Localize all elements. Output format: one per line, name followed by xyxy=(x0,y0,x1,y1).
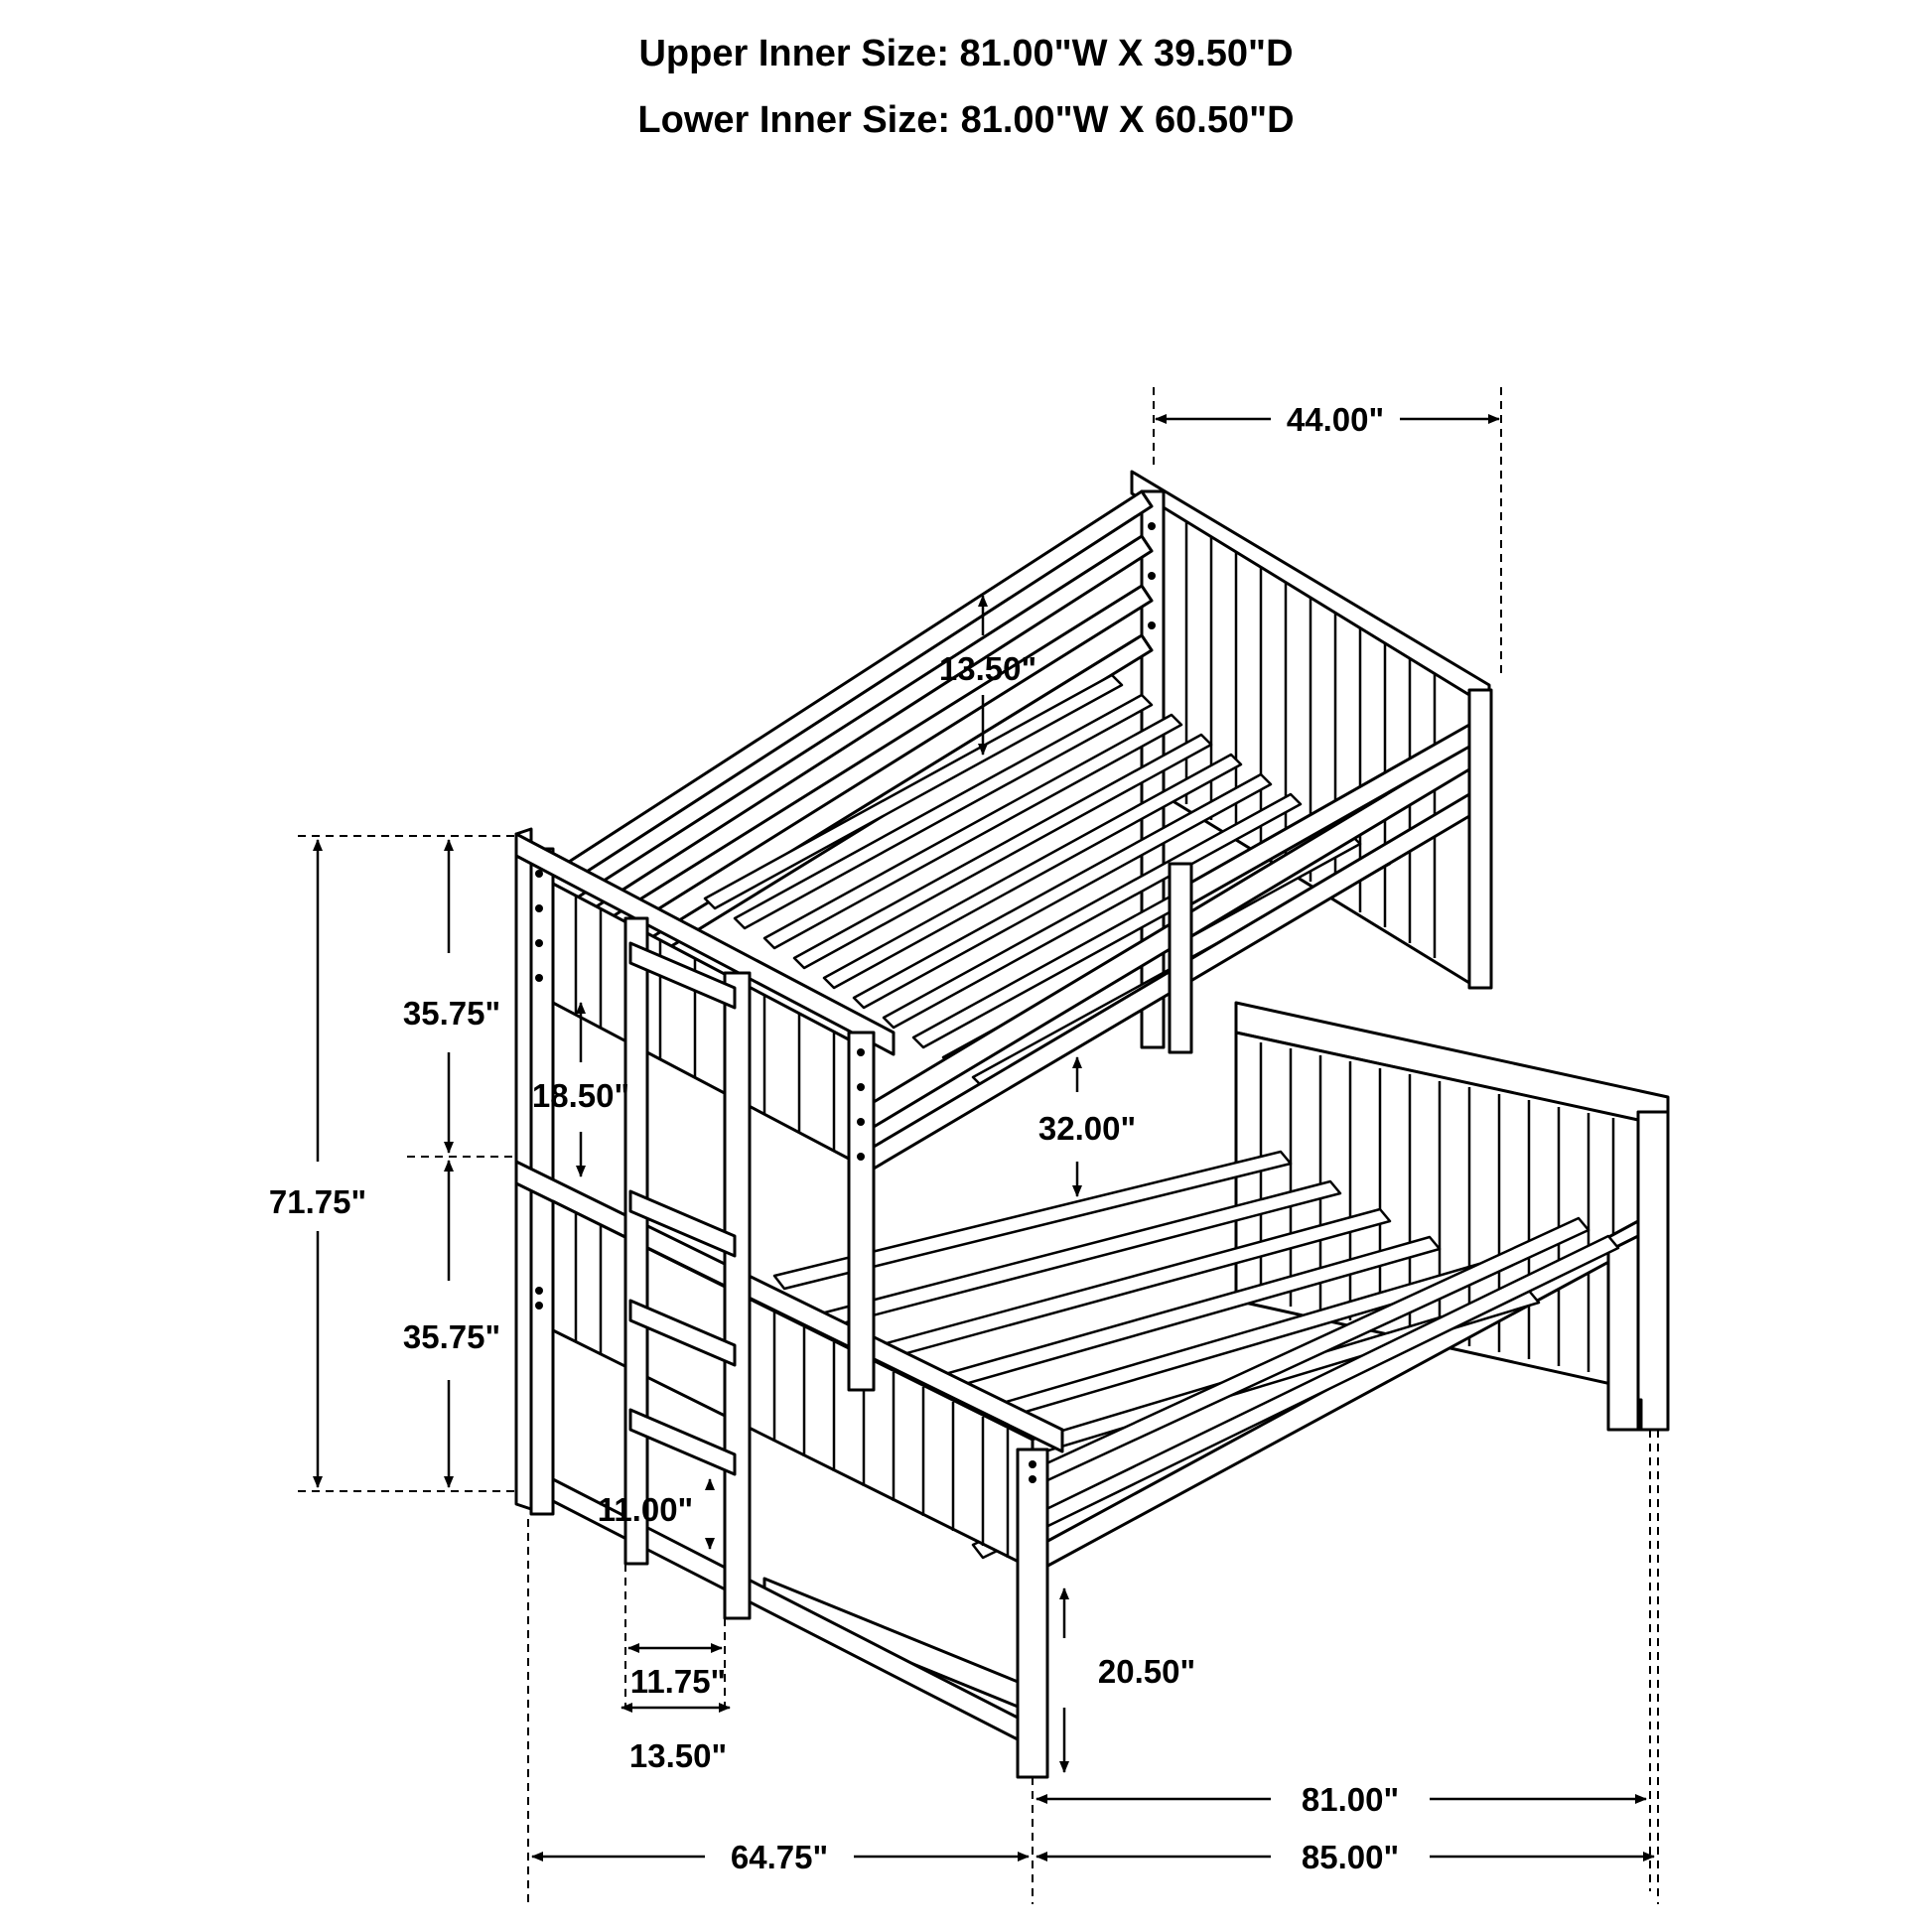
dim-ladder-inner-width: 11.75" xyxy=(630,1663,726,1700)
dim-top-width: 44.00" xyxy=(1287,401,1384,438)
dim-inner-length: 81.00" xyxy=(1302,1781,1399,1818)
dim-bunk-clearance: 32.00" xyxy=(1038,1110,1136,1147)
dimension-lines xyxy=(298,387,1659,1904)
dim-bottom-rung-height: 11.00" xyxy=(598,1491,693,1528)
dim-upper-section-height: 35.75" xyxy=(403,995,500,1032)
dim-ladder-outer-width: 13.50" xyxy=(629,1737,727,1774)
bed-drawing xyxy=(514,470,1670,1779)
dim-lower-section-height: 35.75" xyxy=(403,1318,500,1355)
dim-overall-depth: 64.75" xyxy=(731,1839,828,1875)
dim-lower-rail-height: 20.50" xyxy=(1098,1653,1195,1690)
dim-overall-length: 85.00" xyxy=(1302,1839,1399,1875)
dimension-labels: 44.00" 13.50" 71.75" 35.75" 35.75" 18.50… xyxy=(269,401,1399,1875)
lower-inner-size-label: Lower Inner Size: 81.00"W X 60.50"D xyxy=(637,99,1295,141)
bolt-holes xyxy=(535,522,1156,1483)
dim-ladder-rung-gap: 18.50" xyxy=(532,1077,629,1114)
lower-bed-slats xyxy=(772,1150,1620,1560)
ladder xyxy=(623,916,752,1620)
dim-guardrail-height: 13.50" xyxy=(939,650,1036,687)
dim-overall-height: 71.75" xyxy=(269,1183,366,1220)
upper-inner-size-label: Upper Inner Size: 81.00"W X 39.50"D xyxy=(638,33,1294,74)
